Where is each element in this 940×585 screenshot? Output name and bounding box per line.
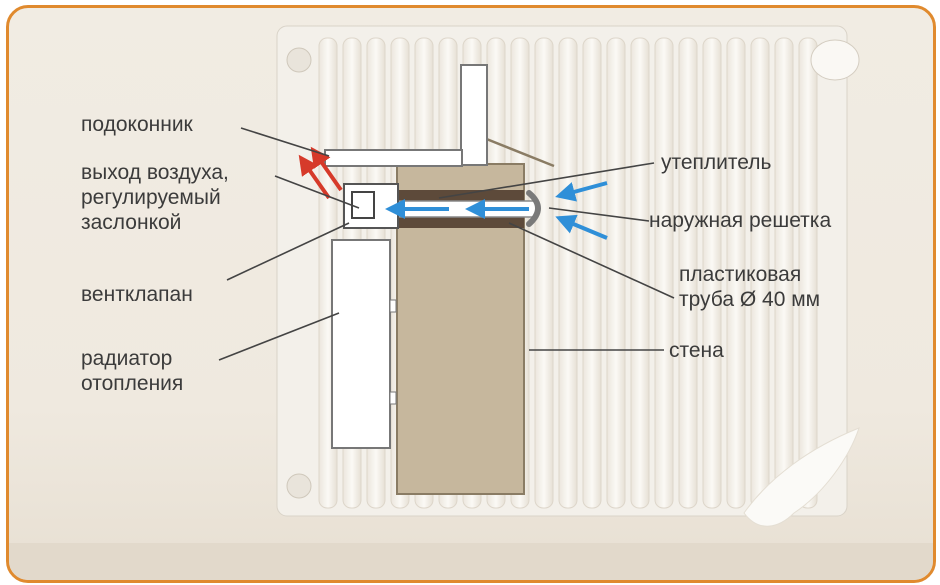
label-insulation: утеплитель xyxy=(661,151,772,174)
label-air-outlet: выход воздуха, регулируемый заслонкой xyxy=(81,161,229,234)
window-frame xyxy=(460,64,488,166)
leader-line-vent-valve xyxy=(226,222,350,281)
leader-line-radiator xyxy=(218,312,340,361)
radiator-bracket xyxy=(389,391,397,405)
red-arrow-icon xyxy=(310,146,343,192)
radiator-bracket xyxy=(389,299,397,313)
radiator-fin xyxy=(558,37,578,509)
leader-line-windowsill xyxy=(240,127,330,157)
feather-image xyxy=(743,427,860,527)
radiator-fin xyxy=(654,37,674,509)
radiator-fin xyxy=(534,37,554,509)
radiator-fin xyxy=(678,37,698,509)
radiator-fin xyxy=(702,37,722,509)
radiator-fin xyxy=(630,37,650,509)
blue-arrow-icon xyxy=(555,181,608,202)
label-wall: стена xyxy=(669,339,724,362)
blue-arrow-icon xyxy=(555,214,608,240)
outer-sill xyxy=(478,134,555,168)
leader-line-outer-grille xyxy=(548,207,650,222)
radiator-fin xyxy=(606,37,626,509)
floor xyxy=(9,543,933,580)
radiator-fin xyxy=(582,37,602,509)
heating-radiator xyxy=(331,239,391,449)
leader-line-plastic-pipe xyxy=(508,222,675,299)
label-outer-grille: наружная решетка xyxy=(649,209,832,232)
leader-line-insulation xyxy=(438,162,655,199)
outer-grille xyxy=(526,190,541,227)
label-vent-valve: вентклапан xyxy=(81,283,193,306)
label-plastic-pipe: пластиковая труба Ø 40 мм xyxy=(679,263,821,311)
air-damper xyxy=(351,191,375,219)
thermostat-knob xyxy=(810,39,860,81)
diagram-frame: подоконник выход воздуха, регулируемый з… xyxy=(6,5,936,583)
ventilation-diagram xyxy=(9,25,933,580)
windowsill xyxy=(324,149,463,167)
label-windowsill: подоконник xyxy=(81,113,193,136)
label-radiator: радиатор отопления xyxy=(81,347,184,395)
red-arrow-icon xyxy=(298,154,331,200)
radiator-fin xyxy=(726,37,746,509)
leader-line-air-outlet xyxy=(274,175,360,209)
radiator-fin xyxy=(798,37,818,509)
